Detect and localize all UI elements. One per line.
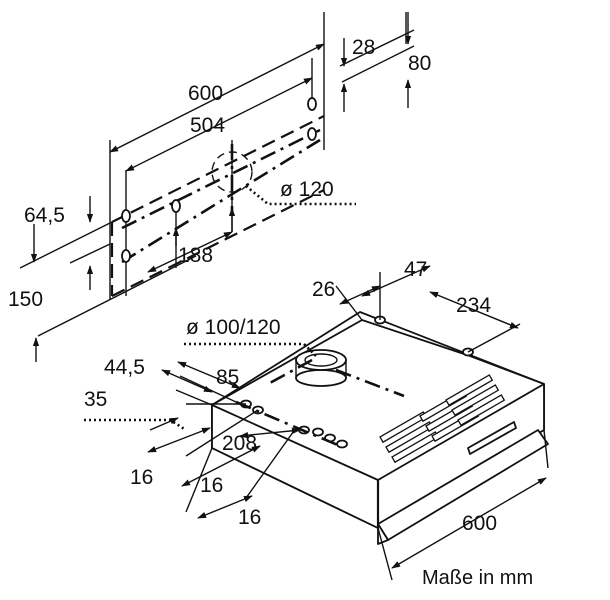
label-hole-spacing-504: 504 [190,114,225,137]
label-front-depth-44-5: 44,5 [104,356,145,379]
wall-plan-hood-outline [110,115,325,297]
mounting-hole-bottom-right [307,127,317,141]
mounting-hole-top-left [121,209,131,223]
hood-control-strip [467,421,517,455]
hood-duct-collar [295,349,347,387]
label-side-offset-234: 234 [456,294,491,317]
label-top-offset-28: 28 [352,36,375,59]
label-width-600: 600 [188,82,223,105]
label-hole-span-208: 208 [222,432,257,455]
hood-center-lines [235,358,405,448]
mounting-hole-mid [171,199,181,213]
label-width-600-hood: 600 [462,512,497,535]
wall-plan-extension-lines [19,12,415,337]
hood-body [211,311,549,545]
edge-35-leader [84,418,187,432]
wall-plan-duct-circle [211,151,253,193]
wall-plan-mounting-holes [121,97,317,263]
units-caption: Maße in mm [422,567,533,589]
label-hole-row-85: 85 [216,366,239,389]
mounting-hole-bottom-left [121,249,131,263]
duct-collar-top [295,349,347,371]
label-edge-35: 35 [84,388,107,411]
label-center-offset-188: 188 [178,244,213,267]
label-left-offset-64-5: 64,5 [24,204,65,227]
label-back-offset-26: 26 [312,278,335,301]
wall-plan: 600 504 28 80 64,5 150 188 ø 120 [8,12,431,362]
mounting-hole-top-right [307,97,317,111]
hood-duct-leader [184,342,317,357]
duct-collar-bottom [295,369,347,387]
label-top-depth-47: 47 [404,258,427,281]
wall-plan-dimension-lines [30,12,412,362]
label-right-height-80: 80 [408,52,431,75]
label-duct-diameter-100-120: ø 100/120 [186,316,281,339]
label-left-height-150: 150 [8,288,43,311]
label-spacing-16-b: 16 [200,474,223,497]
hood: 47 26 234 ø 100/120 44,5 85 35 208 16 16… [84,258,549,581]
hood-grille [379,374,506,464]
wall-plan-center-lines [121,128,321,264]
hood-dimension-lines [147,265,547,569]
label-spacing-16-a: 16 [130,466,153,489]
label-spacing-16-c: 16 [238,506,261,529]
label-duct-diameter-120: ø 120 [280,178,334,201]
